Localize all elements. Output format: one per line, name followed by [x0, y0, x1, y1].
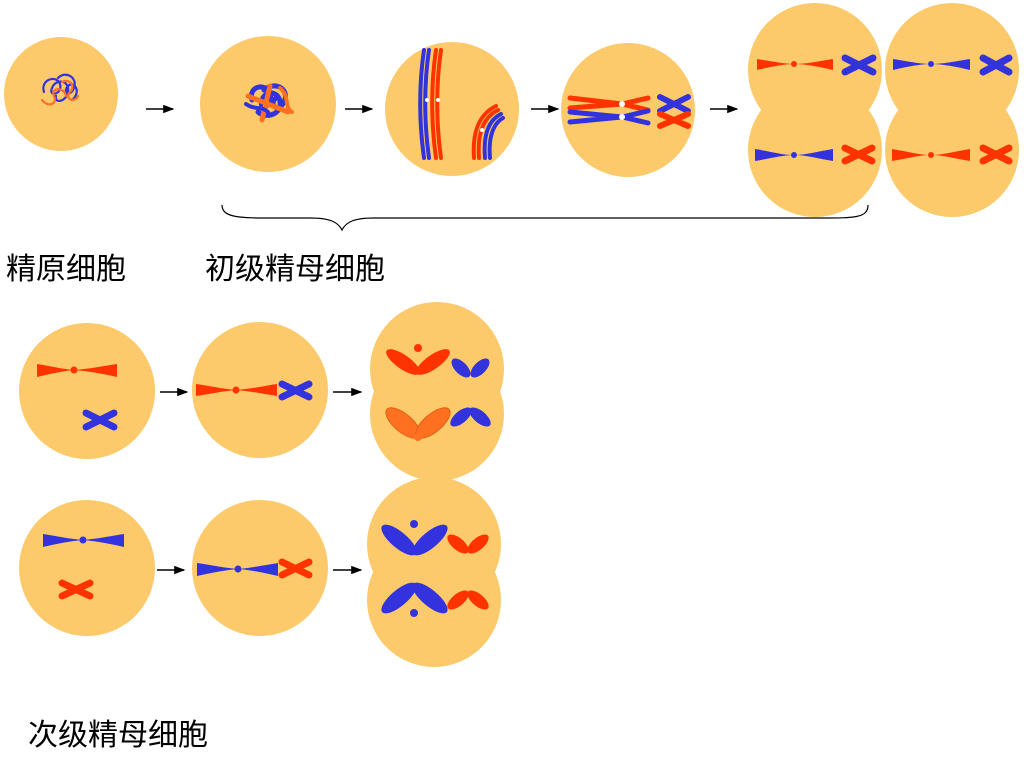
cell-primary-metaphase — [561, 43, 695, 177]
chromosome-blue-long — [197, 563, 278, 576]
chromatids-red-separating — [386, 344, 450, 375]
chromosome-red-short — [58, 579, 94, 600]
cell-primary-synapsis — [385, 42, 519, 176]
chromosome-red-long — [196, 384, 277, 396]
label-spermatogonium: 精原细胞 — [6, 252, 126, 287]
cell-secondary-b-anaphase — [367, 477, 501, 667]
primary-spermatocyte-brace — [221, 204, 869, 232]
cell-cluster-four — [748, 3, 1019, 217]
cell-secondary-a-anaphase — [370, 302, 504, 481]
chromatids-blue-separating — [381, 582, 448, 617]
chromosome-red-short — [278, 558, 313, 579]
chromosome-blue-short — [979, 54, 1013, 76]
cell-primary-prophase — [200, 36, 336, 172]
chromatids-blue-separating — [381, 520, 448, 556]
cell-spermatogonium — [4, 37, 118, 151]
chromatids-red-separating — [447, 590, 489, 610]
chromosome-blue-long — [893, 59, 970, 70]
chromosome-red-long — [37, 364, 117, 377]
chromosome-blue-long — [755, 149, 833, 161]
long-tetrad — [418, 48, 443, 160]
chromosome-blue-short — [278, 380, 313, 401]
chromosome-red-long — [892, 149, 970, 161]
cell-secondary-b-metaphase — [192, 500, 328, 636]
chromosome-red-short — [979, 144, 1013, 165]
long-tetrad-aligned — [567, 95, 651, 126]
short-tetrad-aligned — [657, 94, 691, 129]
cell-secondary-a-metaphase — [192, 322, 328, 458]
short-tetrad — [471, 104, 505, 160]
cell-secondary-a-prophase — [19, 323, 155, 459]
chromatids-blue-separating — [450, 407, 491, 427]
chromatin-tangle — [40, 73, 80, 106]
chromosome-blue-short — [82, 409, 118, 431]
label-primary-spermatocyte: 初级精母细胞 — [205, 252, 385, 287]
chromosome-red-short — [841, 144, 876, 165]
label-secondary-spermatocyte: 次级精母细胞 — [28, 718, 208, 753]
chromosome-blue-long — [43, 534, 124, 547]
chromosome-blue-short — [841, 54, 877, 76]
chromosome-red-long — [757, 59, 833, 70]
chromatids-red-separating — [447, 534, 489, 554]
chromatids-blue-separating — [451, 358, 490, 378]
chromatin-condensed — [244, 83, 294, 123]
cell-secondary-b-prophase — [19, 500, 155, 636]
chromatids-orange-separating — [385, 407, 451, 441]
